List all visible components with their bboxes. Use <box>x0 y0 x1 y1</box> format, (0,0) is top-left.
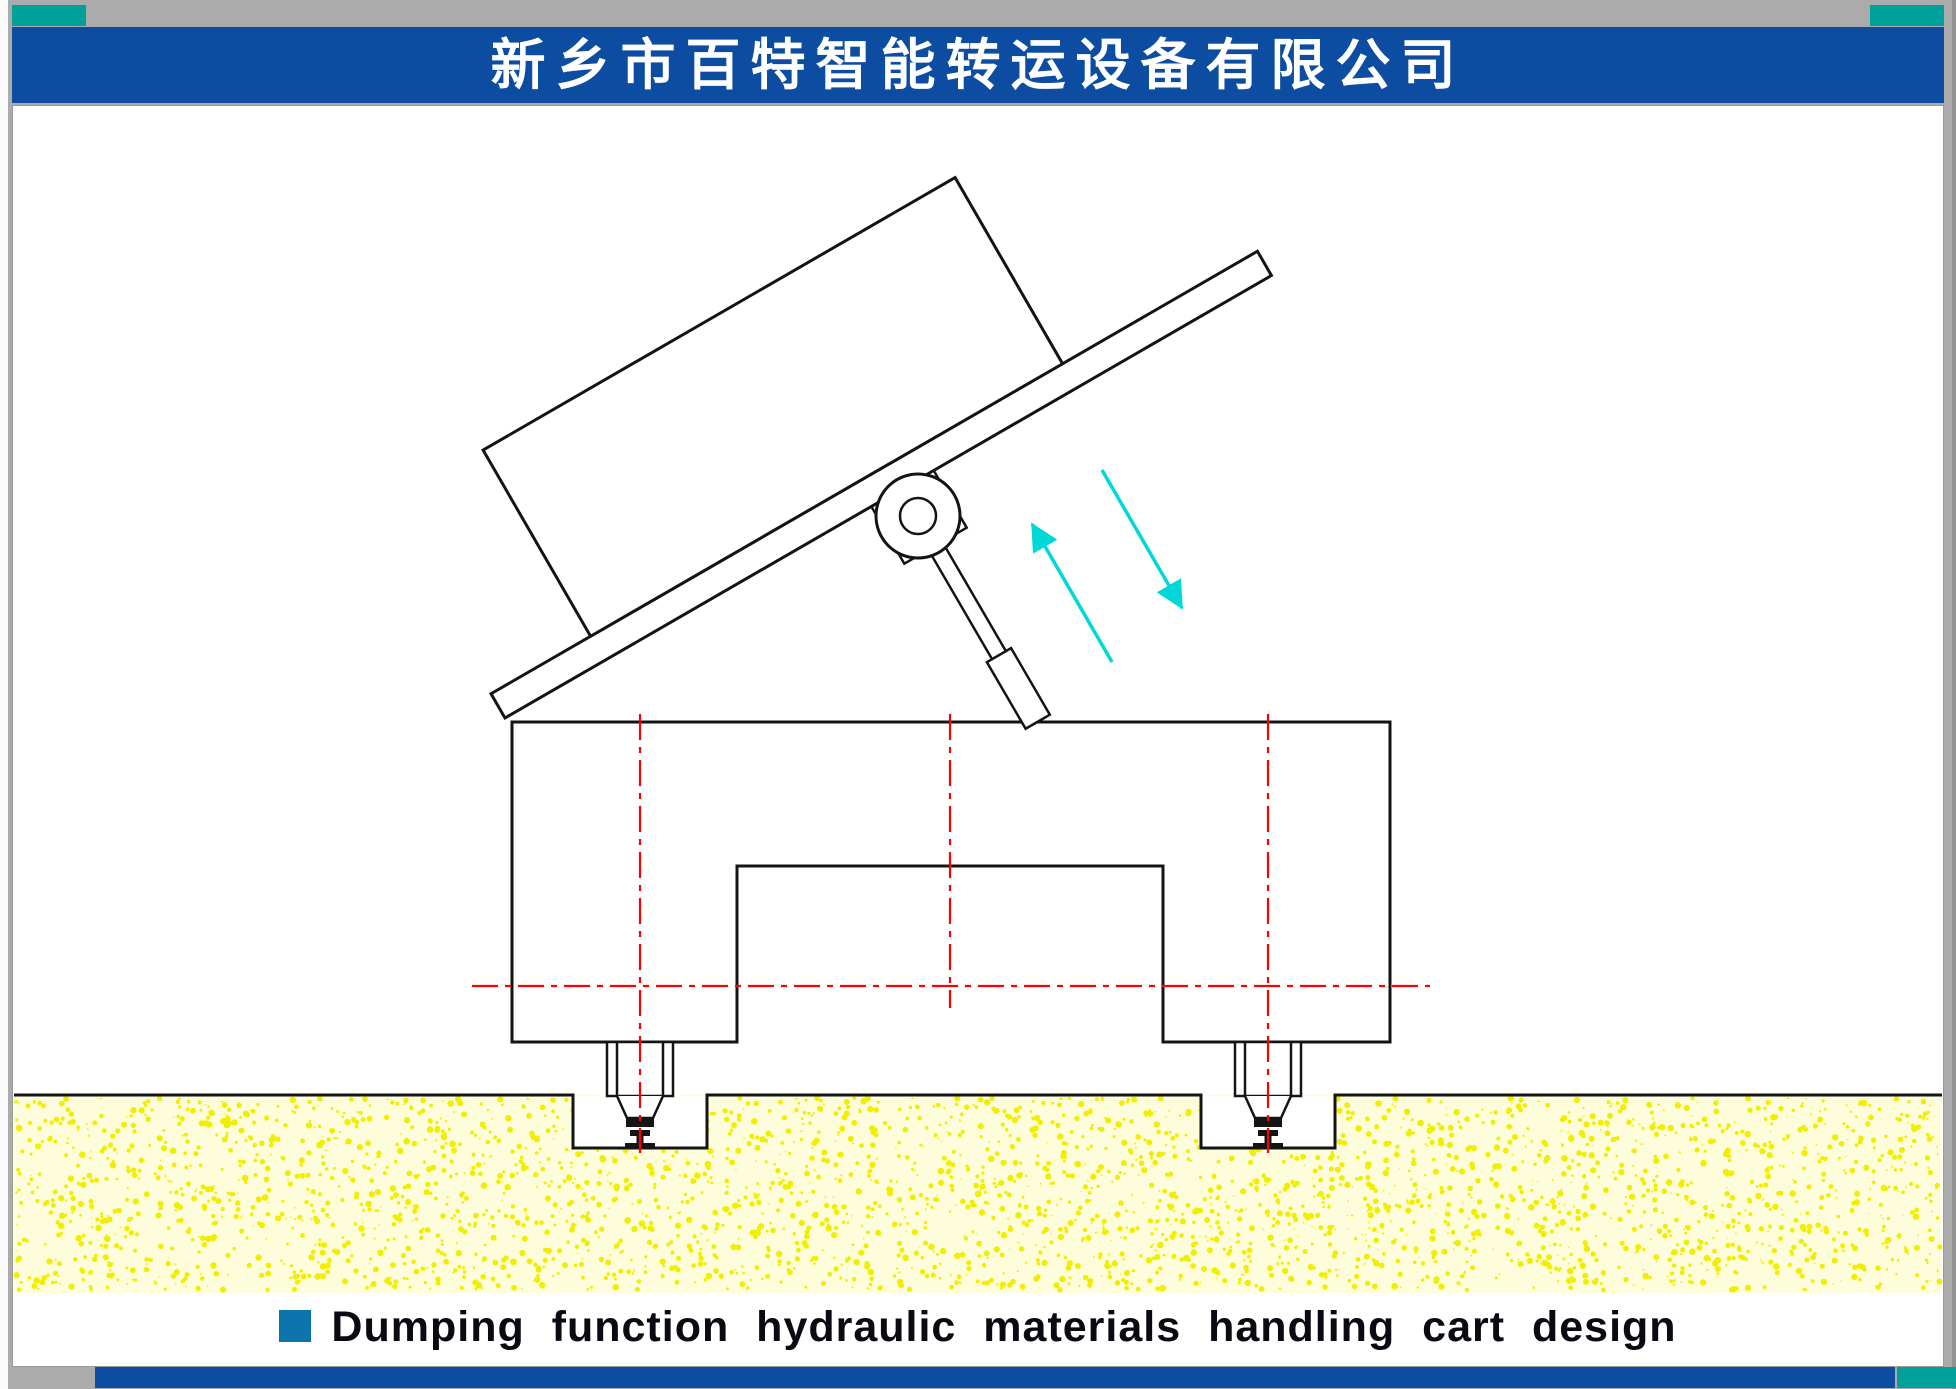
bottom-right-accent-block <box>1897 1367 1956 1388</box>
caption-bullet <box>279 1310 312 1342</box>
page-edge-left <box>0 0 8 1389</box>
title-bar: 新乡市百特智能转运设备有限公司 <box>12 27 1944 103</box>
page-edge-right <box>1952 0 1956 1389</box>
top-left-accent-block <box>12 5 86 26</box>
bottom-bar <box>95 1367 1895 1388</box>
top-right-accent-block <box>1870 5 1944 26</box>
company-title: 新乡市百特智能转运设备有限公司 <box>490 34 1466 96</box>
caption-text: Dumping function hydraulic materials han… <box>331 1303 1677 1351</box>
caption: Dumping function hydraulic materials han… <box>0 1303 1956 1363</box>
slide-canvas <box>12 105 1944 1367</box>
